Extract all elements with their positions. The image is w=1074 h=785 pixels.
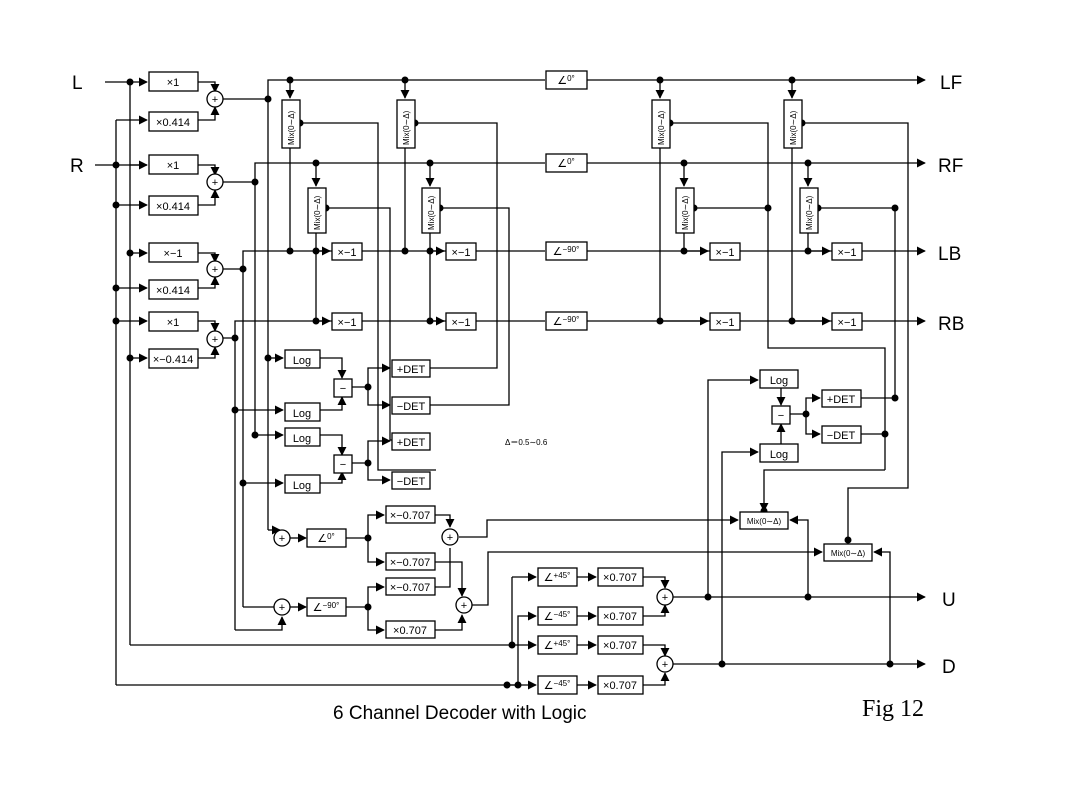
wiring	[95, 75, 926, 690]
mix-box-d: Mix(0∼Δ)	[831, 549, 866, 558]
mix-box-8: Mix(0∼Δ)	[805, 195, 814, 230]
delta-note: Δ＝0.5∼0.6	[505, 438, 548, 447]
gain-box-l-xn1: ×−1	[164, 248, 183, 260]
mix-box-u: Mix(0∼Δ)	[747, 517, 782, 526]
output-lb-label: LB	[938, 244, 961, 265]
invert-blocks: ×−1 ×−1 ×−1 ×−1 ×−1 ×−1 ×−1 ×−1	[331, 242, 863, 331]
pdet-box-1: +DET	[397, 364, 426, 376]
gain-box-n0707-3: ×−0.707	[390, 582, 430, 594]
summers: + + + + + + + + + +	[206, 90, 674, 673]
mix-blocks: Mix(0∼Δ) Mix(0∼Δ) Mix(0∼Δ) Mix(0∼Δ) Mix(…	[281, 99, 873, 562]
inv-box-1: ×−1	[338, 247, 357, 259]
sum-1: +	[212, 94, 218, 106]
log-box-5: Log	[770, 375, 788, 387]
output-d-label: D	[942, 657, 956, 678]
gain-box-l-xn0414: ×−0.414	[153, 354, 193, 366]
ndet-box-1: −DET	[397, 401, 426, 413]
figure-label: Fig 12	[862, 696, 924, 722]
minus-box-3: −	[778, 410, 784, 422]
sum-8: +	[461, 600, 467, 612]
inv-box-5: ×−1	[716, 247, 735, 259]
sum-2: +	[212, 177, 218, 189]
lower-gain-blocks: ×−0.707 ×−0.707 ×−0.707 ×0.707 ×0.707 ×0…	[385, 505, 644, 695]
mix-box-4: Mix(0∼Δ)	[427, 195, 436, 230]
log-box-4: Log	[293, 480, 311, 492]
log-box-2: Log	[293, 408, 311, 420]
mix-box-2: Mix(0∼Δ)	[313, 195, 322, 230]
gain-box-0707-1: ×0.707	[393, 625, 427, 637]
mix-box-3: Mix(0∼Δ)	[402, 110, 411, 145]
inv-box-4: ×−1	[452, 317, 471, 329]
inv-box-2: ×−1	[452, 247, 471, 259]
gain-box-r-x0414: ×0.414	[156, 117, 190, 129]
mix-box-6: Mix(0∼Δ)	[681, 195, 690, 230]
sum-4: +	[212, 334, 218, 346]
inv-box-8: ×−1	[838, 317, 857, 329]
input-gain-blocks: ×1 ×0.414 ×1 ×0.414 ×−1 ×0.414 ×1 ×−0.41…	[148, 71, 199, 369]
log-box-1: Log	[293, 355, 311, 367]
output-lf-label: LF	[940, 73, 962, 94]
mix-box-1: Mix(0∼Δ)	[287, 110, 296, 145]
output-rb-label: RB	[938, 314, 964, 335]
sum-u: +	[662, 592, 668, 604]
sum-3: +	[212, 264, 218, 276]
sum-5: +	[279, 533, 285, 545]
input-l-label: L	[72, 73, 83, 94]
gain-box-n0707-1: ×−0.707	[390, 510, 430, 522]
diagram-title: 6 Channel Decoder with Logic	[333, 703, 587, 724]
inv-box-6: ×−1	[838, 247, 857, 259]
inv-box-7: ×−1	[716, 317, 735, 329]
input-r-label: R	[70, 156, 84, 177]
gain-box-0707-u2: ×0.707	[603, 611, 637, 623]
gain-box-r-x1: ×1	[167, 160, 180, 172]
gain-box-r-x1-b: ×1	[167, 317, 180, 329]
minus-box-1: −	[340, 383, 346, 395]
gain-box-l-x1: ×1	[167, 77, 180, 89]
gain-box-0707-u1: ×0.707	[603, 572, 637, 584]
gain-box-l-x0414: ×0.414	[156, 201, 190, 213]
phase-blocks: ∠0° ∠0° ∠−90° ∠−90° ∠0° ∠−90° ∠+45° ∠−45…	[306, 70, 588, 695]
sum-d: +	[662, 659, 668, 671]
sum-7: +	[447, 532, 453, 544]
output-rf-label: RF	[938, 156, 963, 177]
sum-6: +	[279, 602, 285, 614]
log-box-3: Log	[293, 433, 311, 445]
ndet-box-2: −DET	[397, 476, 426, 488]
gain-box-n0707-2: ×−0.707	[390, 557, 430, 569]
output-u-label: U	[942, 590, 956, 611]
log-det-blocks: Log Log Log Log − − +DET −DET +DET −DET …	[284, 349, 862, 494]
mix-box-7: Mix(0∼Δ)	[789, 110, 798, 145]
ndet-box-3: −DET	[827, 430, 856, 442]
inv-box-3: ×−1	[338, 317, 357, 329]
minus-box-2: −	[340, 459, 346, 471]
gain-box-0707-d1: ×0.707	[603, 640, 637, 652]
pdet-box-3: +DET	[827, 394, 856, 406]
mix-box-5: Mix(0∼Δ)	[657, 110, 666, 145]
pdet-box-2: +DET	[397, 437, 426, 449]
gain-box-r-x0414-b: ×0.414	[156, 285, 190, 297]
log-box-6: Log	[770, 449, 788, 461]
gain-box-0707-d2: ×0.707	[603, 680, 637, 692]
